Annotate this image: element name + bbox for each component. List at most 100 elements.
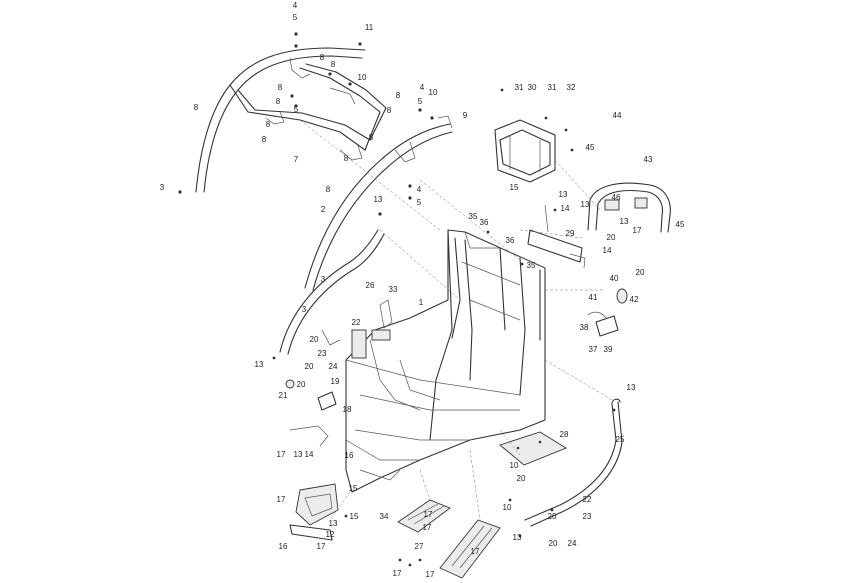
callout-c20f: 20 <box>517 474 526 483</box>
callout-c10b: 10 <box>429 88 438 97</box>
callout-c20h: 20 <box>549 539 558 548</box>
callout-c42: 42 <box>630 295 639 304</box>
callout-c8d: 8 <box>276 97 281 106</box>
callout-c20e: 20 <box>297 380 306 389</box>
callout-c39: 39 <box>604 345 613 354</box>
callout-c5b: 5 <box>294 105 299 114</box>
callout-c35b: 35 <box>527 261 536 270</box>
callout-c3c: 3 <box>302 305 307 314</box>
callout-c17h: 17 <box>393 569 402 578</box>
callout-c4a: 4 <box>293 1 298 10</box>
side-bar <box>279 229 385 355</box>
fasteners <box>178 32 616 567</box>
callout-c18: 18 <box>343 405 352 414</box>
callout-c10a: 10 <box>358 73 367 82</box>
callout-c40: 40 <box>610 274 619 283</box>
callout-c13b: 13 <box>559 190 568 199</box>
callout-c17b: 17 <box>277 450 286 459</box>
floor-panel-lower <box>439 519 501 579</box>
callout-c8e: 8 <box>266 120 271 129</box>
callout-c33: 33 <box>389 285 398 294</box>
callout-c20b: 20 <box>636 268 645 277</box>
callout-c8h: 8 <box>396 91 401 100</box>
callout-c11: 11 <box>365 23 374 32</box>
callout-c20a: 20 <box>607 233 616 242</box>
upper-roll-cage <box>195 47 387 193</box>
callout-c23a: 23 <box>318 349 327 358</box>
callout-c3b: 3 <box>321 275 326 284</box>
callout-c5d: 5 <box>417 198 422 207</box>
callout-c4b: 4 <box>420 83 425 92</box>
callout-c31a: 31 <box>515 83 524 92</box>
callout-c8k: 8 <box>344 154 349 163</box>
callout-c8a: 8 <box>320 53 325 62</box>
floor-panel-upper <box>397 499 451 533</box>
callout-c13h: 13 <box>329 519 338 528</box>
callout-c46: 46 <box>612 193 621 202</box>
callout-c43: 43 <box>644 155 653 164</box>
callout-c15a: 15 <box>510 183 519 192</box>
callout-c31b: 31 <box>548 83 557 92</box>
callout-c4c: 4 <box>417 185 422 194</box>
callout-c26: 26 <box>366 281 375 290</box>
callout-c13g: 13 <box>294 450 303 459</box>
callout-c7: 7 <box>294 155 299 164</box>
callout-c13d: 13 <box>620 217 629 226</box>
callout-c44: 44 <box>613 111 622 120</box>
callout-c13f: 13 <box>627 383 636 392</box>
callout-c20g: 20 <box>548 512 557 521</box>
callout-c23b: 23 <box>583 512 592 521</box>
callout-c12: 12 <box>326 530 335 539</box>
callout-c13e: 13 <box>255 360 264 369</box>
callout-c38: 38 <box>580 323 589 332</box>
callout-c14c: 14 <box>305 450 314 459</box>
callout-c17e: 17 <box>424 510 433 519</box>
callout-c14b: 14 <box>603 246 612 255</box>
callout-c32: 32 <box>567 83 576 92</box>
callout-c24a: 24 <box>329 362 338 371</box>
callout-c15b: 15 <box>349 484 358 493</box>
callout-c41: 41 <box>589 293 598 302</box>
callout-c30: 30 <box>528 83 537 92</box>
callout-c34: 34 <box>380 512 389 521</box>
callout-c8j: 8 <box>369 133 374 142</box>
callout-c29: 29 <box>566 229 575 238</box>
hitch-assembly <box>587 288 628 337</box>
rear-bumper <box>587 182 671 233</box>
callout-c45b: 45 <box>676 220 685 229</box>
callout-c25: 25 <box>616 435 625 444</box>
callout-c1: 1 <box>419 298 424 307</box>
front-bumper-plate <box>289 483 339 541</box>
callout-c45a: 45 <box>586 143 595 152</box>
callout-c16a: 16 <box>345 451 354 460</box>
callout-c17f: 17 <box>423 523 432 532</box>
callout-c19: 19 <box>331 377 340 386</box>
callout-c9: 9 <box>463 111 468 120</box>
callout-c24b: 24 <box>568 539 577 548</box>
callout-c17i: 17 <box>426 570 435 579</box>
callout-c27: 27 <box>415 542 424 551</box>
rear-rack <box>494 119 556 183</box>
callout-c8l: 8 <box>326 185 331 194</box>
callout-c35a: 35 <box>469 212 478 221</box>
callout-c14a: 14 <box>561 204 570 213</box>
callout-c17d: 17 <box>317 542 326 551</box>
callout-c8g: 8 <box>194 103 199 112</box>
callout-c2: 2 <box>321 205 326 214</box>
callout-c36b: 36 <box>506 236 515 245</box>
callout-c21: 21 <box>279 391 288 400</box>
skid-plate <box>499 431 567 466</box>
callout-c22b: 22 <box>583 495 592 504</box>
callout-c13a: 13 <box>374 195 383 204</box>
callout-c8i: 8 <box>387 106 392 115</box>
callout-c13i: 13 <box>513 533 522 542</box>
callout-c13c: 13 <box>581 200 590 209</box>
callout-c8c: 8 <box>278 83 283 92</box>
callout-c8f: 8 <box>262 135 267 144</box>
side-nerf-bar <box>524 398 623 527</box>
callout-c5a: 5 <box>293 13 298 22</box>
callout-c17c: 17 <box>277 495 286 504</box>
callout-c17a: 17 <box>633 226 642 235</box>
callout-c15c: 15 <box>350 512 359 521</box>
